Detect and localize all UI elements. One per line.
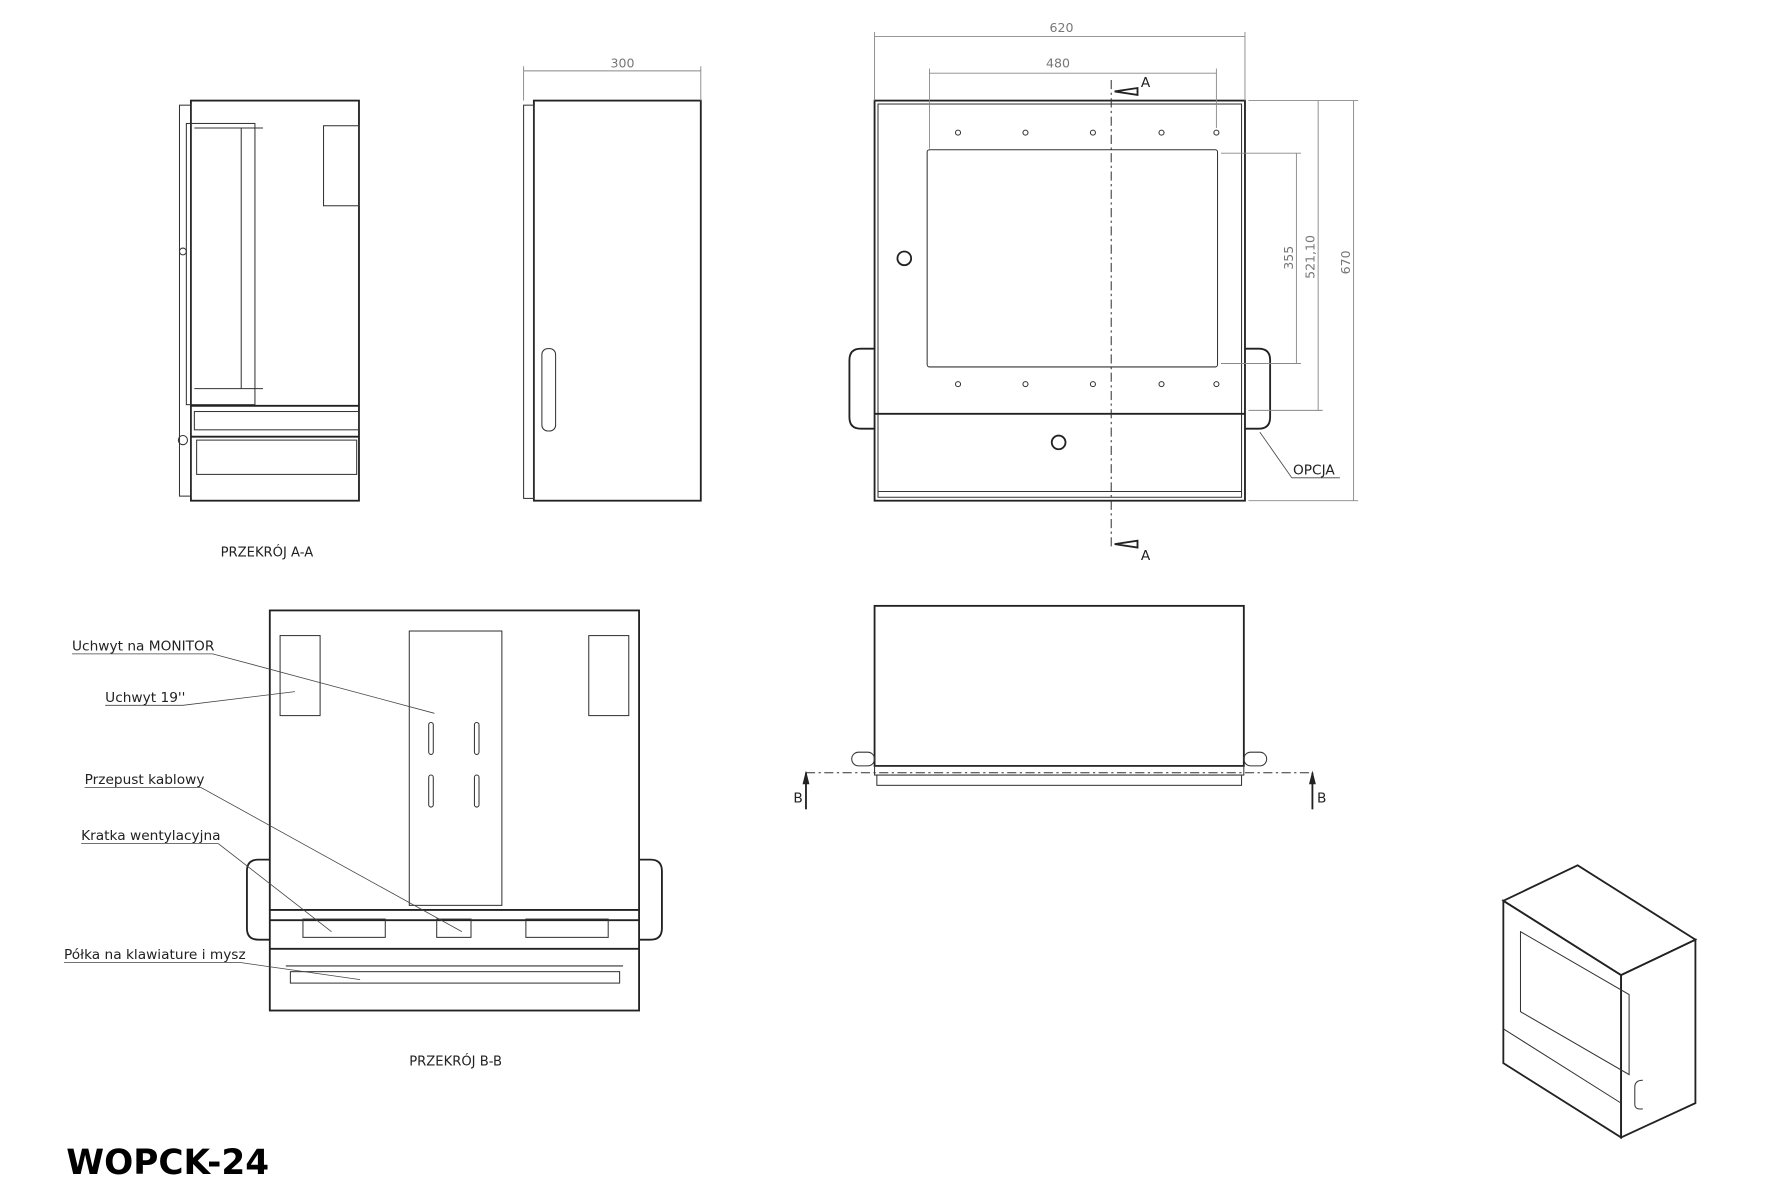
dim-total-height: 670 [1338, 250, 1353, 274]
section-b-b-view: Uchwyt na MONITOR Uchwyt 19'' Przepust k… [64, 609, 663, 1069]
callout-rack-mount: Uchwyt 19'' [105, 690, 185, 706]
dim-door-height: 521,10 [1303, 235, 1318, 279]
front-view: A A 620 480 355 521,10 670 OPCJA [848, 20, 1359, 564]
top-view: B B [793, 604, 1326, 810]
section-b-caption: PRZEKRÓJ B-B [409, 1053, 502, 1069]
side-view: 300 [523, 55, 702, 502]
callout-opcja: OPCJA [1293, 462, 1335, 478]
dim-side-depth: 300 [610, 55, 634, 70]
section-marker-a-top: A [1141, 75, 1151, 91]
section-marker-a-bottom: A [1141, 548, 1151, 564]
handle-left [848, 347, 875, 430]
handle-right [1244, 347, 1272, 430]
callout-keyboard-shelf: Półka na klawiature i mysz [64, 947, 246, 963]
mounting-holes [954, 129, 1220, 388]
callout-monitor-mount: Uchwyt na MONITOR [72, 638, 215, 654]
callout-vent-grille: Kratka wentylacyjna [81, 828, 220, 844]
drawing-title: WOPCK-24 [66, 1143, 269, 1182]
dim-window-height: 355 [1281, 246, 1296, 270]
section-a-a-view: PRZEKRÓJ A-A [177, 99, 360, 561]
lock-icon [1050, 434, 1067, 451]
section-marker-b-right: B [1317, 790, 1326, 806]
section-a-caption: PRZEKRÓJ A-A [221, 545, 314, 561]
lock-icon [896, 250, 913, 267]
callout-cable-gland: Przepust kablowy [85, 772, 205, 788]
dim-front-width: 620 [1049, 20, 1073, 35]
isometric-view [1501, 864, 1698, 1140]
dim-window-width: 480 [1046, 55, 1070, 70]
section-marker-b-left: B [793, 790, 802, 806]
